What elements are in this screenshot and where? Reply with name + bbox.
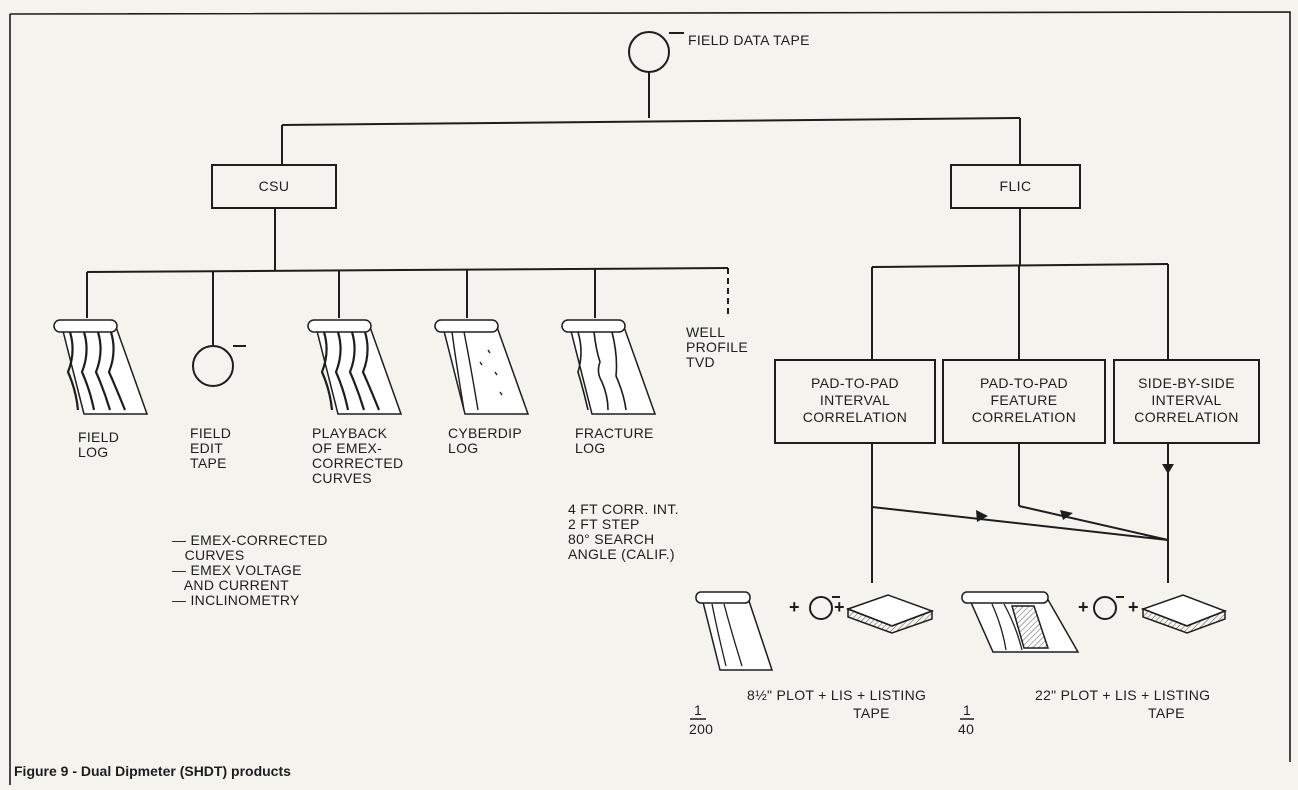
output-200-listing-icon: [848, 595, 932, 633]
scale-40-denominator: 40: [958, 722, 974, 737]
scale-40-numerator: 1: [960, 703, 974, 718]
scale-200-numerator: 1: [690, 703, 706, 718]
plus-sign: +: [1128, 600, 1139, 615]
cyberdip-log-icon: [435, 320, 528, 414]
side-by-side-label: SIDE-BY-SIDE INTERVAL CORRELATION: [1114, 375, 1259, 426]
output-40-tape-icon: [1094, 597, 1124, 619]
figure-caption: Figure 9 - Dual Dipmeter (SHDT) products: [14, 763, 291, 779]
field-log-label: FIELD LOG: [78, 430, 119, 460]
output-200-description: 8½" PLOT + LIS + LISTING: [747, 688, 926, 703]
fracture-notes: 4 FT CORR. INT. 2 FT STEP 80° SEARCH ANG…: [568, 502, 679, 562]
edit-tape-notes: — EMEX-CORRECTED CURVES — EMEX VOLTAGE A…: [172, 533, 328, 608]
plus-sign: +: [834, 600, 845, 615]
plus-sign: +: [789, 600, 800, 615]
well-profile-label: WELL PROFILE TVD: [686, 325, 748, 370]
field-log-icon: [54, 320, 147, 414]
pad-interval-label: PAD-TO-PAD INTERVAL CORRELATION: [775, 375, 935, 426]
field-data-tape-icon: [629, 32, 669, 72]
fracture-log-icon: [562, 320, 655, 414]
output-40-listing-icon: [1143, 595, 1225, 633]
flic-label: FLIC: [951, 178, 1080, 195]
scale-200-denominator: 200: [689, 722, 713, 737]
pad-feature-label: PAD-TO-PAD FEATURE CORRELATION: [943, 375, 1105, 426]
playback-log-icon: [308, 320, 401, 414]
output-200-log-icon: [696, 592, 772, 670]
field-edit-tape-label: FIELD EDIT TAPE: [190, 426, 231, 471]
field-data-tape-label: FIELD DATA TAPE: [688, 33, 810, 48]
output-40-log-icon: [962, 592, 1078, 652]
csu-label: CSU: [212, 178, 336, 195]
playback-label: PLAYBACK OF EMEX- CORRECTED CURVES: [312, 426, 403, 486]
field-edit-tape-icon: [193, 346, 246, 386]
fracture-log-label: FRACTURE LOG: [575, 426, 654, 456]
cyberdip-log-label: CYBERDIP LOG: [448, 426, 522, 456]
flow-arrows: [976, 464, 1174, 522]
output-200-tape: TAPE: [853, 706, 890, 721]
output-40-description: 22" PLOT + LIS + LISTING: [1035, 688, 1210, 703]
csu-branch-line: [87, 268, 728, 272]
root-branch-line: [282, 118, 1020, 125]
plus-sign: +: [1078, 600, 1089, 615]
arrow-side-by-side: [1162, 464, 1174, 474]
output-40-tape: TAPE: [1148, 706, 1185, 721]
